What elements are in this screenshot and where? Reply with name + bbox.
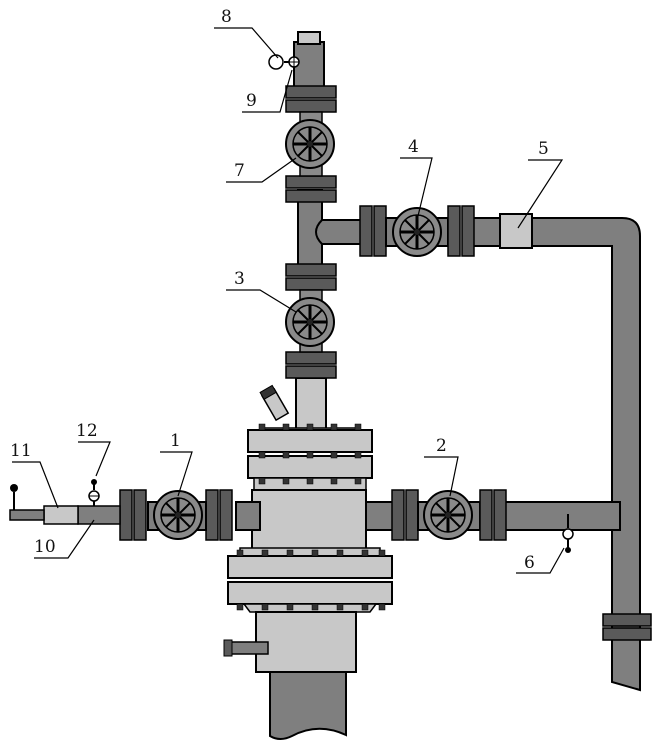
label-5: 5 [538,139,549,159]
label-12: 12 [76,421,98,441]
valve-4-handwheel-icon [393,208,441,256]
label-2: 2 [436,436,447,456]
label-3: 3 [234,269,245,289]
label-1: 1 [170,431,181,451]
pressure-gauge-8-icon [269,55,299,69]
upper-branch [360,206,532,256]
label-10: 10 [34,537,56,557]
label-11: 11 [10,441,32,461]
label-7: 7 [234,161,245,181]
label-9: 9 [246,91,257,111]
valve-1-handwheel-icon [154,491,202,539]
label-6: 6 [524,553,535,573]
left-outlet [10,479,260,540]
label-8: 8 [221,7,232,27]
valve-2-handwheel-icon [424,491,472,539]
valve-7-handwheel-icon [286,120,334,168]
wellhead-body [224,385,392,739]
right-flow-pipe [470,218,651,690]
label-4: 4 [408,137,419,157]
valve-3-handwheel-icon [286,298,334,346]
